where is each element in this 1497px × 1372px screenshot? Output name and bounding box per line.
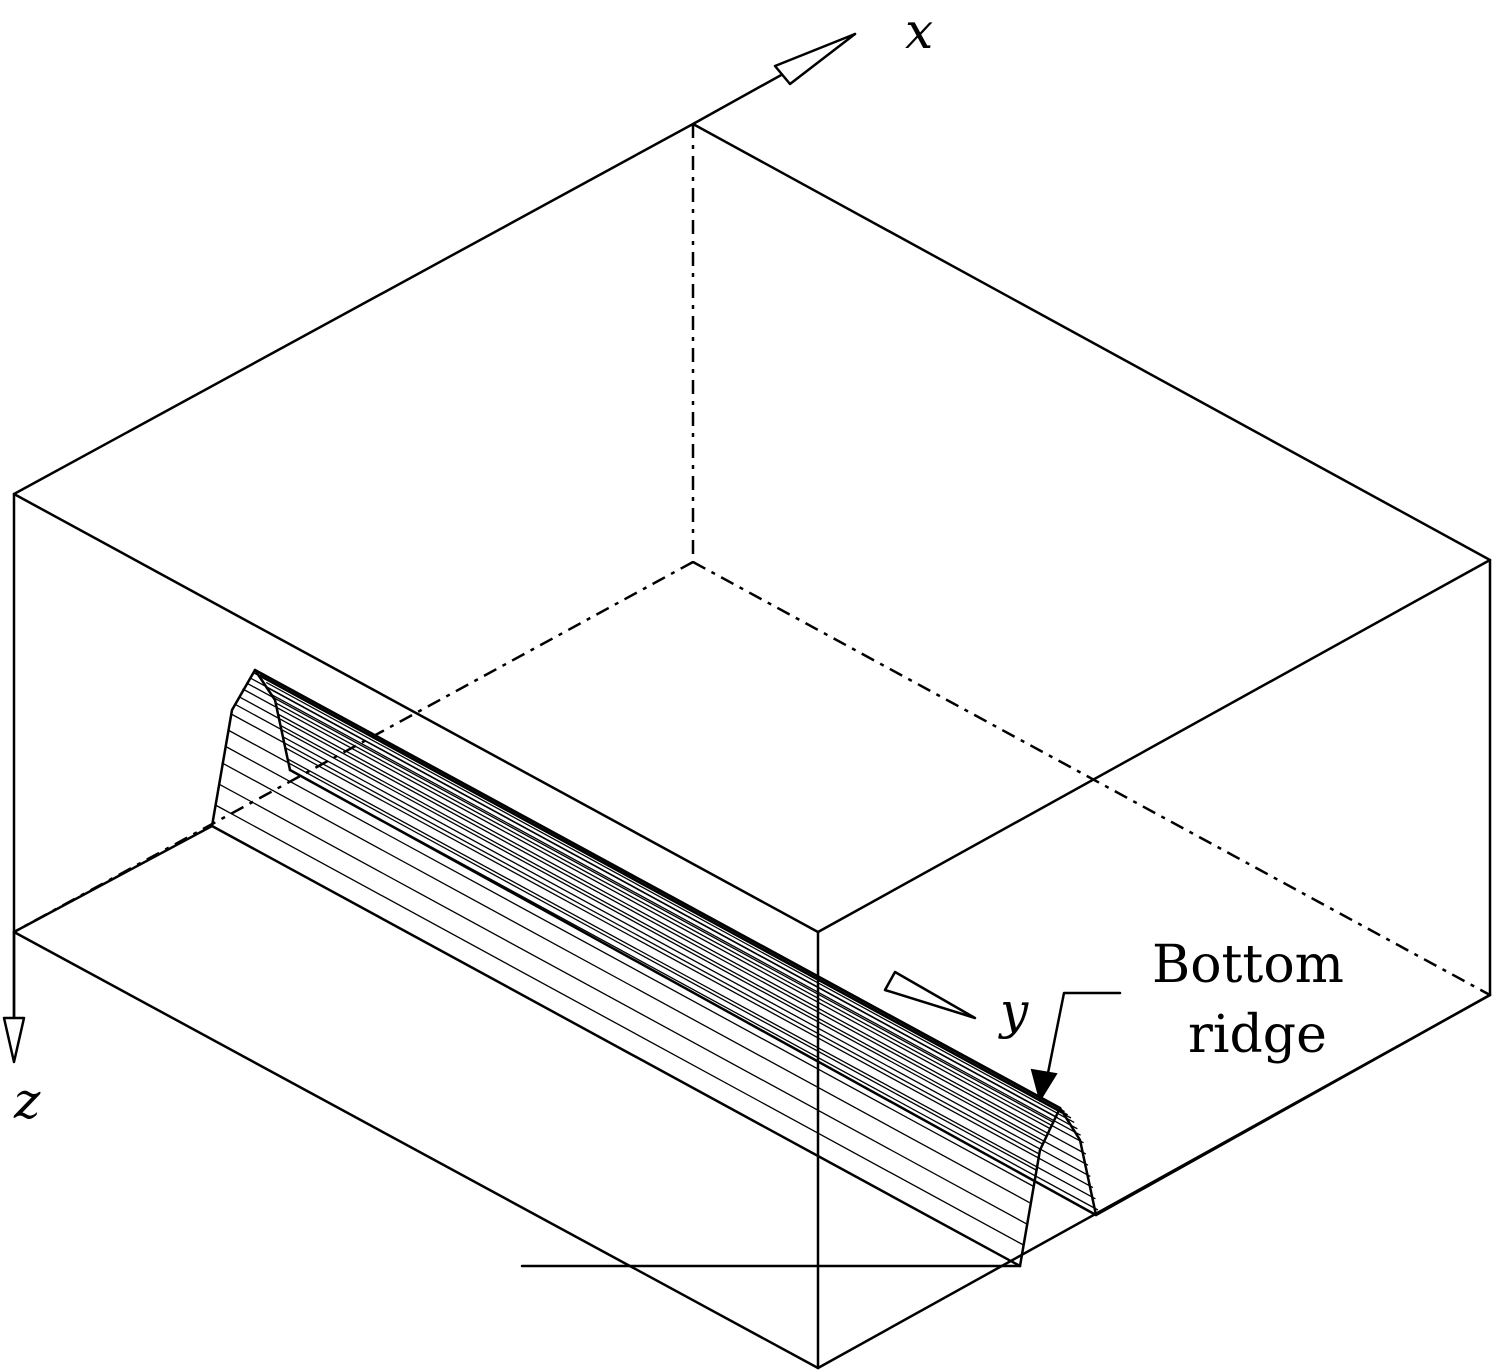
ridge-hatch-line — [245, 682, 1055, 1124]
ridge-hatch-line — [227, 729, 1037, 1171]
bottom-left-front-edge — [12, 930, 820, 1370]
ridge-hatch-line — [221, 762, 1030, 1204]
box-hidden-edges — [13, 124, 1491, 997]
ridge-hatch-line — [214, 804, 1024, 1246]
ridge-hatch-line — [289, 769, 1099, 1211]
ridge-hatch-line — [259, 674, 1069, 1116]
ridge-hatch-line — [230, 713, 1040, 1155]
ridge-front-cross-section — [1018, 1106, 1098, 1268]
ridge-hatch-line — [272, 694, 1081, 1136]
x-axis-label: x — [905, 2, 933, 60]
ridge-hatch-line — [242, 688, 1051, 1130]
axes — [2, 32, 977, 1064]
ridge-back-profile — [210, 668, 292, 828]
ridge-hatch-line — [224, 745, 1034, 1187]
bottom-ridge-annotation — [1030, 991, 1122, 1103]
hidden-back-right-edge — [692, 560, 1491, 997]
ridge-hatch-line — [277, 713, 1087, 1155]
ridge-hatch-line — [269, 688, 1078, 1130]
ridge-hatch-line — [234, 703, 1044, 1145]
ridge-hatch-line — [282, 735, 1091, 1177]
ridge-hatch-line — [265, 681, 1075, 1123]
ridge-front-right-base — [1094, 993, 1492, 1217]
ridge-hatch-line — [275, 702, 1084, 1144]
ridge-surface-hatching — [211, 671, 1099, 1267]
z-axis-arrowhead — [2, 1016, 26, 1064]
ridge-hatch-line — [284, 747, 1094, 1189]
y-axis-label: y — [998, 982, 1029, 1040]
ridge-hatch-line — [218, 783, 1027, 1225]
annotation-line-1: Bottom — [1152, 935, 1344, 995]
ridge-hatch-line — [262, 677, 1072, 1119]
ridge-right-base-line — [288, 768, 1098, 1217]
annotation-line-2: ridge — [1188, 1005, 1327, 1065]
ridge-left-floor — [12, 824, 214, 934]
annotation-arrowhead — [1030, 1068, 1058, 1103]
ridge-hatch-line — [238, 695, 1048, 1138]
ridge-hatch-line — [279, 724, 1089, 1166]
y-axis-arrowhead — [883, 970, 977, 1020]
ridge-hatch-line — [287, 758, 1096, 1200]
bottom-ridge-structure — [12, 668, 1492, 1268]
z-axis-label: z — [13, 1072, 41, 1130]
ridge-hatch-line — [256, 671, 1065, 1113]
x-axis-arrowhead — [773, 32, 857, 86]
ridge-top-line — [253, 668, 1062, 1110]
annotation-leader-line — [1043, 991, 1122, 1090]
ridge-hatch-line — [211, 825, 1021, 1267]
box-visible-edges — [12, 122, 1492, 1370]
